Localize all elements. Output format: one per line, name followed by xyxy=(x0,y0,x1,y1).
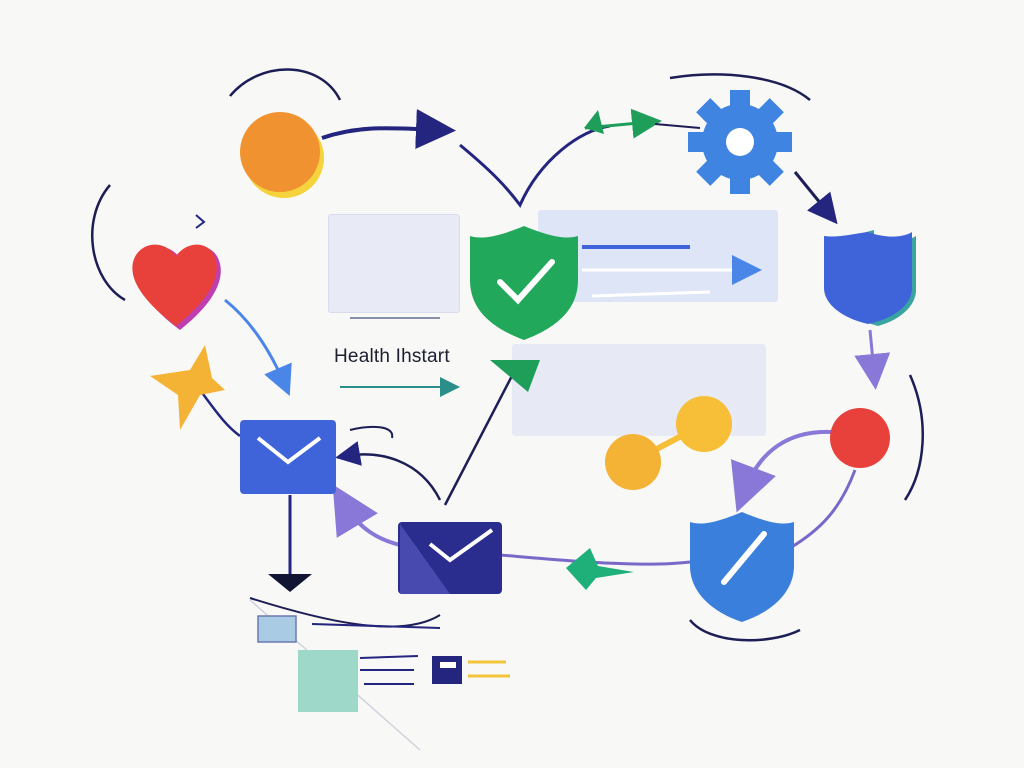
arrow-head-down xyxy=(268,574,312,592)
arrow-head-green xyxy=(584,110,604,134)
doc-connector xyxy=(249,597,441,628)
shield-check-icon xyxy=(470,226,578,340)
shield-icon xyxy=(824,230,916,326)
arc-connector xyxy=(903,374,924,501)
info-panel-left xyxy=(328,214,460,313)
small-arc xyxy=(349,425,394,439)
arrow-envelope-to-envelope xyxy=(332,484,401,547)
envelope-icon xyxy=(240,420,336,494)
arrow-head-green-up xyxy=(490,360,540,392)
gear-icon xyxy=(688,90,792,194)
orange-circle-icon xyxy=(240,112,324,198)
arrow-orange-to-heart xyxy=(321,109,456,150)
arrow-shield-to-envelope xyxy=(499,553,691,566)
star-icon xyxy=(150,345,225,430)
red-connector xyxy=(789,469,857,550)
arrow-to-envelope xyxy=(335,441,442,501)
arrow-heart-to-envelope xyxy=(224,298,292,397)
heart-curve-connector xyxy=(459,124,611,208)
document-cluster xyxy=(257,615,510,712)
heart-icon xyxy=(132,244,221,330)
diagram-label: Health Ihstart xyxy=(334,346,450,367)
yellow-molecule xyxy=(605,396,732,490)
arrow-red-to-shield xyxy=(730,429,833,513)
zigzag-mark xyxy=(195,214,206,229)
envelope-icon xyxy=(398,522,502,594)
yellow-circle-icon xyxy=(605,434,661,490)
red-circle-icon xyxy=(830,408,890,468)
arrow-gear-to-shield xyxy=(793,171,838,225)
arc-connector xyxy=(229,68,342,101)
gear-connector xyxy=(654,123,701,129)
panel-line xyxy=(591,290,711,298)
star-connector xyxy=(198,389,241,438)
arc-connector xyxy=(669,73,811,101)
yellow-circle-icon xyxy=(676,396,732,452)
arrow-to-shield-check xyxy=(443,369,517,506)
arc-connector xyxy=(91,184,126,302)
arc-connector xyxy=(689,619,801,642)
arrow-head-teal xyxy=(566,548,634,590)
shield-slash-icon xyxy=(690,512,794,622)
arrow-shield-to-red xyxy=(854,329,891,390)
